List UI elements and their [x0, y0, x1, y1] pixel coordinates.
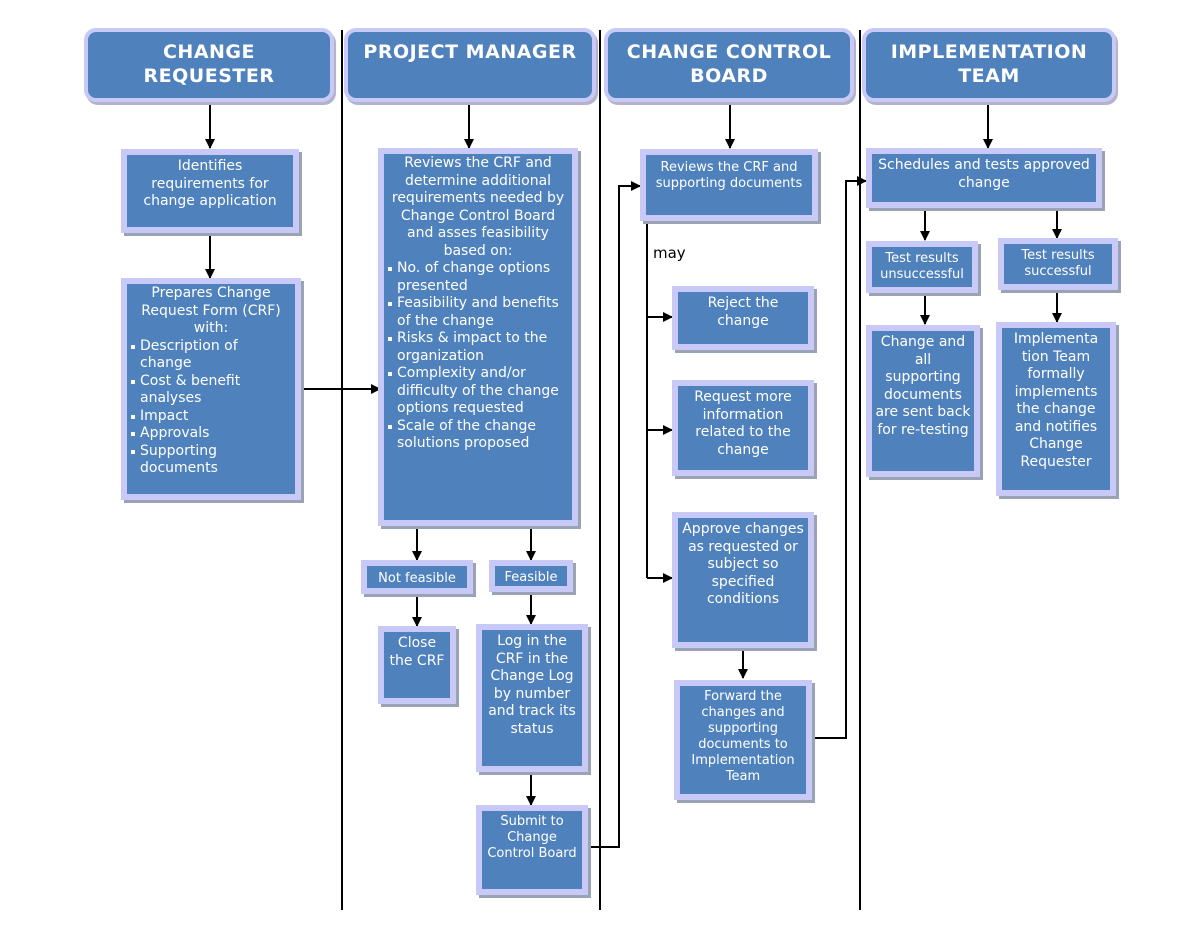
step-close-crf: Close the CRF — [378, 626, 456, 704]
option-request-more-info: Request more information related to the … — [672, 380, 814, 476]
decision-feasible: Feasible — [489, 560, 573, 592]
step-pm-reviews-intro: Reviews the CRF and determine additional… — [391, 155, 565, 259]
step-submit-to-ccb: Submit to Change Control Board — [476, 805, 588, 895]
step-sent-back-retesting: Change and all supporting documents are … — [866, 325, 980, 477]
lane-header-change-control-board: CHANGE CONTROL BOARD — [604, 28, 854, 102]
criteria-item: Scale of the change solutions proposed — [387, 418, 569, 453]
crf-item: Supporting documents — [130, 443, 292, 478]
step-schedules-tests: Schedules and tests approved change — [866, 148, 1102, 208]
result-unsuccessful: Test results unsuccessful — [866, 241, 978, 293]
step-log-crf: Log in the CRF in the Change Log by numb… — [476, 624, 588, 772]
step-identifies-requirements: Identifies requirements for change appli… — [121, 149, 299, 233]
crf-item: Cost & benefit analyses — [130, 373, 292, 408]
decision-not-feasible: Not feasible — [361, 560, 473, 594]
lane-header-change-requester: CHANGE REQUESTER — [84, 28, 334, 102]
criteria-item: Complexity and/or difficulty of the chan… — [387, 365, 569, 418]
criteria-item: No. of change options presented — [387, 260, 569, 295]
crf-item: Impact — [130, 408, 292, 426]
lane-header-implementation-team: IMPLEMENTATION TEAM — [862, 28, 1116, 102]
result-successful: Test results successful — [998, 238, 1118, 290]
option-reject-change: Reject the change — [672, 286, 814, 350]
feasibility-criteria-list: No. of change options presented Feasibil… — [387, 260, 569, 453]
step-formally-implements: Implementa tion Team formally implements… — [996, 322, 1116, 496]
step-prepares-crf: Prepares Change Request Form (CRF) with:… — [121, 278, 301, 500]
crf-item: Description of change — [130, 338, 292, 373]
may-label: may — [653, 244, 686, 262]
step-ccb-reviews: Reviews the CRF and supporting documents — [640, 149, 818, 221]
crf-item: Approvals — [130, 425, 292, 443]
step-prepares-crf-intro: Prepares Change Request Form (CRF) with: — [141, 285, 281, 336]
crf-contents-list: Description of change Cost & benefit ana… — [130, 338, 292, 478]
criteria-item: Feasibility and benefits of the change — [387, 295, 569, 330]
lane-header-project-manager: PROJECT MANAGER — [344, 28, 596, 102]
step-forward-to-implementation: Forward the changes and supporting docum… — [674, 680, 812, 800]
criteria-item: Risks & impact to the organization — [387, 330, 569, 365]
arrow-submit-to-ccb-reviews — [590, 181, 641, 848]
step-pm-reviews-crf: Reviews the CRF and determine additional… — [378, 148, 578, 526]
option-approve-changes: Approve changes as requested or subject … — [672, 512, 814, 648]
arrow-forward-to-schedules — [814, 176, 867, 739]
